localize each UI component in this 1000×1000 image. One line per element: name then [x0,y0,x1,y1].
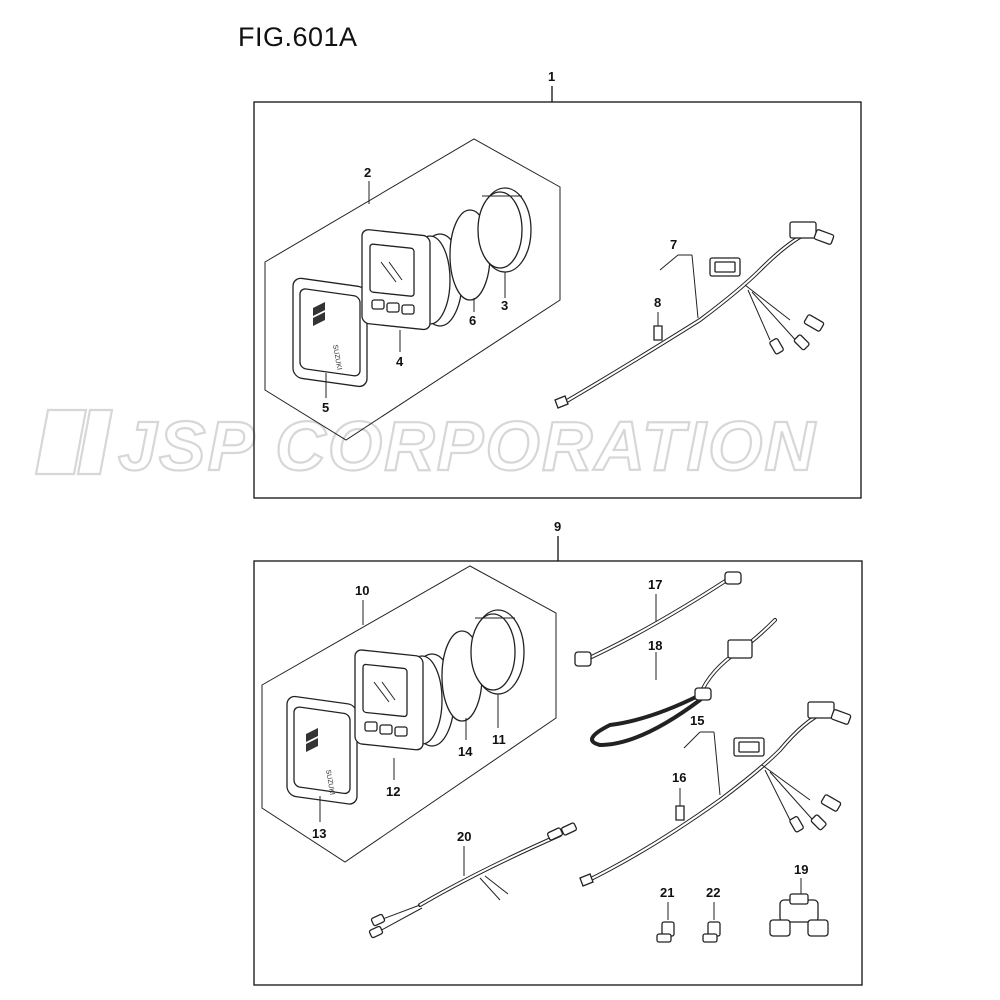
callout-2: 2 [364,165,371,180]
terminal-pin [653,325,663,341]
callout-6: 6 [469,313,476,328]
callout-7: 7 [670,237,677,252]
figure-title: FIG.601A [238,22,358,52]
callout-18: 18 [648,638,662,653]
callout-10: 10 [355,583,369,598]
callout-20: 20 [457,829,471,844]
callout-12: 12 [386,784,400,799]
extension-harness [368,822,578,939]
group-1-frame [253,101,862,499]
callout-9: 9 [554,519,561,534]
gauge-kit-frame-2 [261,565,557,863]
callout-17: 17 [648,577,662,592]
bezel-2: SUZUKI [286,695,358,805]
callout-15: 15 [690,713,704,728]
multi-function-gauge-2 [354,649,455,751]
wire-harness [554,221,835,409]
brand-logo-icon-2 [306,728,318,752]
gauge-kit-frame [264,138,561,441]
callout-5: 5 [322,400,329,415]
terminator-plug-2 [702,921,721,943]
bezel: SUZUKI [292,277,368,388]
watermark-logo-icon [34,408,114,476]
watermark-text: JSP CORPORATION [118,407,817,485]
callout-19: 19 [794,862,808,877]
brand-logo-icon [313,302,325,326]
mounting-nut [477,187,532,273]
callout-22: 22 [706,885,720,900]
mounting-nut-2 [470,609,525,695]
multi-function-gauge [361,229,463,331]
callout-21: 21 [660,885,674,900]
terminator-plug [656,921,675,943]
assembly-group-9: SUZUKI [253,536,863,986]
callout-8: 8 [654,295,661,310]
callout-1: 1 [548,69,555,84]
brand-text-graphic: SUZUKI [331,344,342,371]
callout-11: 11 [492,732,506,747]
callout-16: 16 [672,770,686,785]
callout-labels: 1 2 3 4 5 6 7 8 9 10 11 12 13 14 15 16 1… [312,69,808,900]
callout-14: 14 [458,744,473,759]
assembly-group-1: SUZUKI [253,86,862,499]
wire-harness-2 [579,701,852,887]
network-cable [574,571,742,667]
callout-13: 13 [312,826,326,841]
callout-4: 4 [396,354,404,369]
power-cable [590,618,777,748]
watermark: JSP CORPORATION [34,406,817,486]
callout-3: 3 [501,298,508,313]
terminal-pin-2 [675,805,685,821]
brand-text-graphic-2: SUZUKI [324,769,335,796]
t-connector [769,893,829,937]
